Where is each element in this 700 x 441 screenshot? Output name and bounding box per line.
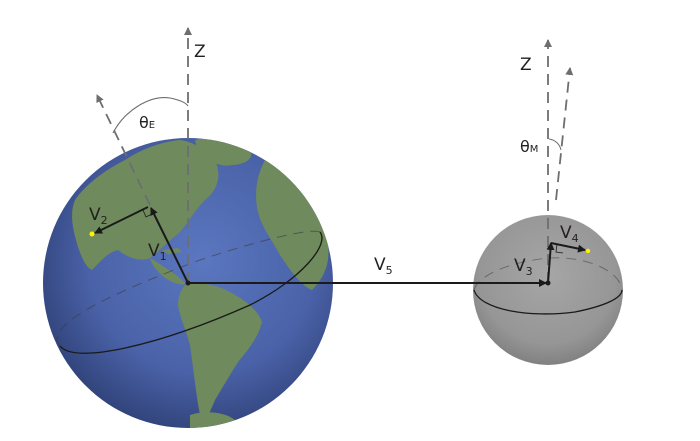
v1-label: V1 (148, 241, 167, 263)
earth-landmasses (72, 138, 329, 428)
vector-v4: V4 (550, 223, 591, 254)
theta-m-label: θ (520, 137, 530, 156)
svg-text:θE: θE (139, 113, 155, 132)
v2-label: V2 (89, 205, 108, 227)
earth-center-point (185, 280, 191, 286)
theta-e-angle: θE (112, 97, 189, 134)
vector-v2: V2 (89, 205, 153, 237)
v4-label: V4 (560, 223, 579, 245)
moon-z-label: Z (520, 55, 532, 75)
earth-z-label: Z (194, 42, 206, 62)
v3-label: V3 (514, 256, 533, 278)
right-angle-marker (555, 243, 564, 254)
moon-center-point (545, 280, 551, 286)
svg-text:θM: θM (520, 137, 538, 156)
earth-tilt-axis (96, 94, 151, 206)
right-angle-marker (142, 209, 153, 218)
moon-location-marker (585, 248, 591, 254)
earth-location-marker (89, 231, 95, 237)
moon-equator (473, 289, 623, 315)
theta-m-angle: θM (520, 137, 562, 156)
earth-equator (59, 231, 323, 354)
moon-tilt-axis (555, 67, 574, 201)
v5-label: V5 (374, 255, 393, 277)
vector-v1: V1 (148, 207, 189, 284)
vector-v5: V5 (185, 255, 547, 287)
earth-z-axis: Z (184, 27, 206, 283)
theta-e-label: θ (139, 113, 149, 132)
vector-v3: V3 (514, 242, 555, 286)
